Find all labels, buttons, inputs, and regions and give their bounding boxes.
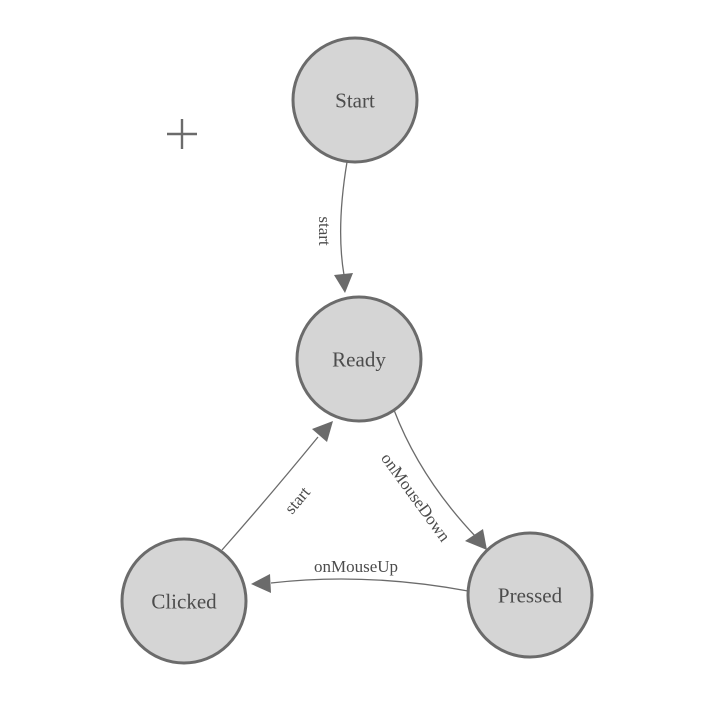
state-node-pressed[interactable]: Pressed (466, 531, 594, 659)
edge-path (221, 436, 319, 551)
edge-path (340, 161, 348, 276)
arrowhead-icon (334, 273, 353, 293)
state-node-ready[interactable]: Ready (295, 295, 423, 423)
transition-pressed-to-clicked: onMouseUp (251, 557, 469, 593)
transition-ready-to-pressed: onMouseDown (377, 409, 487, 550)
state-circle[interactable] (120, 537, 248, 665)
state-circle[interactable] (295, 295, 423, 423)
state-node-start[interactable]: Start (291, 36, 419, 164)
state-circle[interactable] (466, 531, 594, 659)
state-node-label: Clicked (151, 589, 217, 613)
edge-label: start (315, 216, 334, 246)
edge-path (270, 578, 469, 592)
state-node-label: Pressed (498, 583, 563, 607)
edge-label: start (281, 483, 315, 518)
edge-label: onMouseUp (314, 557, 398, 576)
arrowhead-icon (251, 574, 271, 593)
plus-cursor-layer (167, 119, 197, 149)
transition-start-to-ready: start (315, 161, 353, 293)
state-node-clicked[interactable]: Clicked (120, 537, 248, 665)
edge-path (393, 409, 477, 538)
arrowhead-icon (465, 529, 487, 550)
arrowhead-icon (312, 421, 333, 442)
plus-icon[interactable] (167, 119, 197, 149)
state-node-label: Ready (332, 347, 386, 371)
state-node-label: Start (335, 88, 375, 112)
state-circle[interactable] (291, 36, 419, 164)
transition-clicked-to-ready: start (221, 421, 333, 551)
